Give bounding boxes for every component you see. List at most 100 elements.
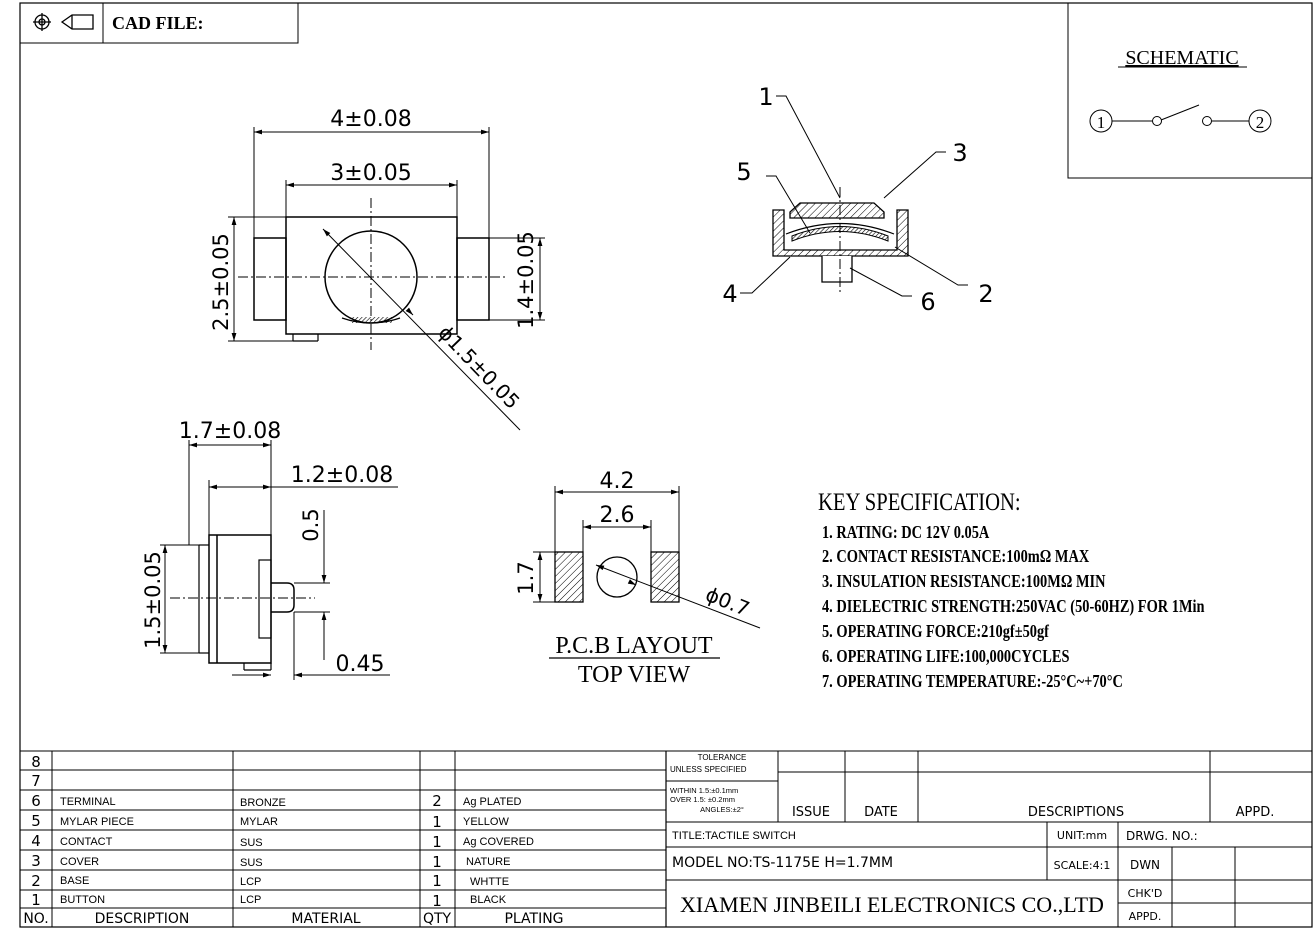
bom-qty: 1 bbox=[432, 892, 442, 910]
bom-plating: YELLOW bbox=[463, 816, 509, 828]
scale-label: SCALE:4:1 bbox=[1054, 859, 1111, 872]
bom-row: 8 bbox=[31, 753, 41, 771]
spec-item-4: 4. DIELECTRIC STRENGTH:250VAC (50-60HZ) … bbox=[822, 595, 1205, 616]
pcb-layout bbox=[533, 486, 761, 659]
spec-item-1: 1. RATING: DC 12V 0.05A bbox=[822, 521, 989, 542]
bom-row: 7 bbox=[31, 772, 41, 790]
dim-top-diameter: ϕ1.5±0.05 bbox=[433, 321, 524, 414]
tolerance-line-5: ANGLES:±2° bbox=[700, 805, 744, 814]
dim-top-pad: 1.4±0.05 bbox=[514, 231, 538, 329]
bom-material: BRONZE bbox=[240, 797, 286, 809]
callout-2: 2 bbox=[978, 280, 993, 308]
dim-side-body: 1.2±0.08 bbox=[291, 463, 393, 488]
bom-description: COVER bbox=[60, 856, 99, 868]
issue-label: ISSUE bbox=[792, 805, 830, 820]
bom-table bbox=[20, 750, 667, 927]
bom-no: 2 bbox=[31, 872, 41, 890]
dim-side-total: 1.7±0.08 bbox=[179, 419, 281, 444]
tolerance-line-3: WITHIN 1.5:±0.1mm bbox=[670, 786, 738, 795]
bom-no: 7 bbox=[31, 772, 41, 790]
bom-plating: NATURE bbox=[466, 856, 510, 868]
bom-qty: 1 bbox=[432, 813, 442, 831]
tolerance-line-1: TOLERANCE bbox=[698, 753, 747, 762]
bom-description: BASE bbox=[60, 875, 89, 887]
tolerance-line-2: UNLESS SPECIFIED bbox=[670, 765, 747, 774]
appd-label: APPD. bbox=[1236, 805, 1275, 820]
section-view bbox=[740, 95, 968, 297]
chkd-label: CHK'D bbox=[1128, 887, 1163, 900]
dim-pcb-inner: 2.6 bbox=[600, 503, 635, 528]
bom-row: 4 CONTACT SUS 1 Ag COVERED bbox=[31, 832, 534, 851]
bom-description: CONTACT bbox=[60, 836, 113, 848]
callout-5: 5 bbox=[736, 158, 751, 186]
dim-top-height: 2.5±0.05 bbox=[209, 233, 233, 331]
bom-row: 3 COVER SUS 1 NATURE bbox=[31, 852, 510, 871]
spec-item-6: 6. OPERATING LIFE:100,000CYCLES bbox=[822, 645, 1069, 666]
bom-no: 8 bbox=[31, 753, 41, 771]
callout-3: 3 bbox=[952, 139, 967, 167]
appd2-label: APPD. bbox=[1129, 910, 1162, 923]
bom-material: LCP bbox=[240, 894, 261, 906]
top-view bbox=[228, 127, 545, 431]
bom-row: 1 BUTTON LCP 1 BLACK bbox=[31, 891, 507, 910]
bom-no: 4 bbox=[31, 832, 41, 850]
pcb-layout-title: P.C.B LAYOUT bbox=[555, 633, 712, 659]
bom-material: SUS bbox=[240, 837, 263, 849]
dim-side-stroke: 0.5 bbox=[299, 508, 323, 541]
model-number: MODEL NO:TS-1175E H=1.7MM bbox=[672, 855, 893, 871]
dim-side-button: 0.45 bbox=[336, 652, 385, 677]
bom-material: LCP bbox=[240, 876, 261, 888]
dwn-label: DWN bbox=[1130, 858, 1160, 872]
bom-row: 2 BASE LCP 1 WHTTE bbox=[31, 872, 509, 890]
spec-item-2: 2. CONTACT RESISTANCE:100mΩ MAX bbox=[822, 545, 1089, 566]
bom-plating: Ag PLATED bbox=[463, 796, 522, 808]
title-block bbox=[666, 750, 1312, 927]
bom-header-no: NO. bbox=[23, 911, 48, 927]
bom-plating: WHTTE bbox=[470, 876, 509, 888]
bom-header-row: NO. DESCRIPTION MATERIAL QTY PLATING bbox=[23, 911, 563, 927]
tolerance-line-4: OVER 1.5: ±0.2mm bbox=[670, 795, 735, 804]
bom-plating: BLACK bbox=[470, 894, 507, 906]
descriptions-label: DESCRIPTIONS bbox=[1028, 805, 1124, 820]
bom-description: BUTTON bbox=[60, 894, 105, 906]
bom-rows: 8 7 6 TERMINAL BRONZE 2 Ag PLATED 5 MYLA… bbox=[23, 753, 563, 927]
pcb-layout-subtitle: TOP VIEW bbox=[578, 662, 691, 688]
drwg-no-label: DRWG. NO.: bbox=[1126, 829, 1198, 843]
date-label: DATE bbox=[864, 805, 898, 820]
bom-material: SUS bbox=[240, 857, 263, 869]
bom-plating: Ag COVERED bbox=[463, 836, 534, 848]
cad-file-label: CAD FILE: bbox=[112, 13, 204, 33]
company-name: XIAMEN JINBEILI ELECTRONICS CO.,LTD bbox=[680, 892, 1104, 917]
callout-1: 1 bbox=[758, 83, 773, 111]
third-angle-projection-icon bbox=[33, 13, 94, 31]
bom-row: 6 TERMINAL BRONZE 2 Ag PLATED bbox=[31, 792, 521, 810]
schematic-pin1: 1 bbox=[1097, 113, 1106, 132]
bom-no: 5 bbox=[31, 812, 41, 830]
bom-qty: 1 bbox=[432, 853, 442, 871]
bom-header-plating: PLATING bbox=[504, 911, 563, 927]
drawing-title: TITLE:TACTILE SWITCH bbox=[672, 830, 796, 842]
spec-title: KEY SPECIFICATION: bbox=[818, 487, 1021, 515]
spec-item-7: 7. OPERATING TEMPERATURE:-25°C~+70°C bbox=[822, 670, 1123, 691]
unit-label: UNIT:mm bbox=[1057, 829, 1107, 842]
schematic-title: SCHEMATIC bbox=[1125, 47, 1238, 69]
dim-pcb-outer: 4.2 bbox=[600, 469, 635, 494]
bom-qty: 2 bbox=[432, 792, 442, 810]
callout-4: 4 bbox=[722, 280, 737, 308]
bom-row: 5 MYLAR PIECE MYLAR 1 YELLOW bbox=[31, 812, 509, 831]
bom-description: TERMINAL bbox=[60, 796, 116, 808]
spec-item-3: 3. INSULATION RESISTANCE:100MΩ MIN bbox=[822, 570, 1106, 591]
side-view bbox=[160, 440, 398, 680]
dim-top-inner: 3±0.05 bbox=[330, 161, 411, 186]
spec-item-5: 5. OPERATING FORCE:210gf±50gf bbox=[822, 620, 1049, 641]
header-box: CAD FILE: bbox=[19, 2, 299, 44]
key-specification: KEY SPECIFICATION: 1. RATING: DC 12V 0.0… bbox=[818, 487, 1205, 691]
title-block-text: TOLERANCE UNLESS SPECIFIED WITHIN 1.5:±0… bbox=[670, 753, 1274, 923]
bom-header-material: MATERIAL bbox=[291, 911, 360, 927]
bom-material: MYLAR bbox=[240, 816, 278, 828]
callout-6: 6 bbox=[920, 288, 935, 316]
bom-description: MYLAR PIECE bbox=[60, 816, 134, 828]
bom-no: 6 bbox=[31, 792, 41, 810]
schematic-pin2: 2 bbox=[1256, 113, 1265, 132]
